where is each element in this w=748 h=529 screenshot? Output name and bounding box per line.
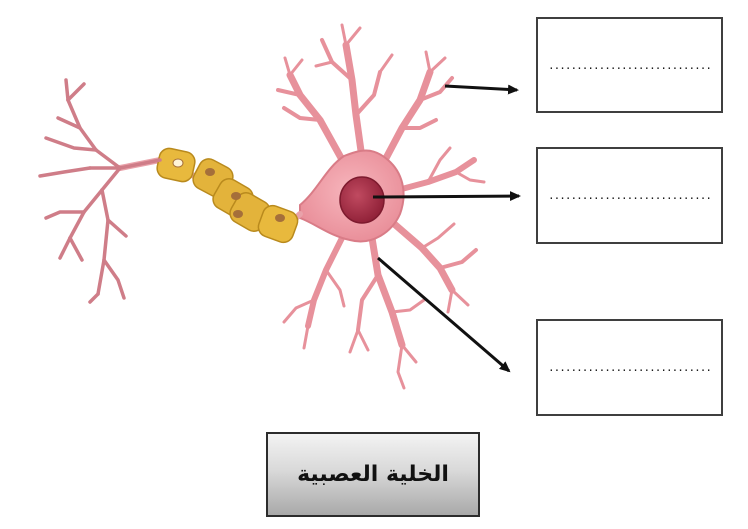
answer-placeholder: ............................. xyxy=(548,59,711,72)
answer-placeholder: ............................. xyxy=(548,361,711,374)
title-box: الخلية العصبية xyxy=(266,432,480,517)
diagram-title: الخلية العصبية xyxy=(297,462,449,487)
answer-box-2[interactable]: ............................. xyxy=(536,147,723,244)
answer-box-3[interactable]: ............................. xyxy=(536,319,723,416)
axon-terminals xyxy=(40,80,160,302)
answer-box-1[interactable]: ............................. xyxy=(536,17,723,113)
answer-placeholder: ............................. xyxy=(548,189,711,202)
pointer-arrow-2 xyxy=(373,196,519,197)
nucleus xyxy=(340,177,384,223)
pointer-arrow-1 xyxy=(445,86,517,90)
